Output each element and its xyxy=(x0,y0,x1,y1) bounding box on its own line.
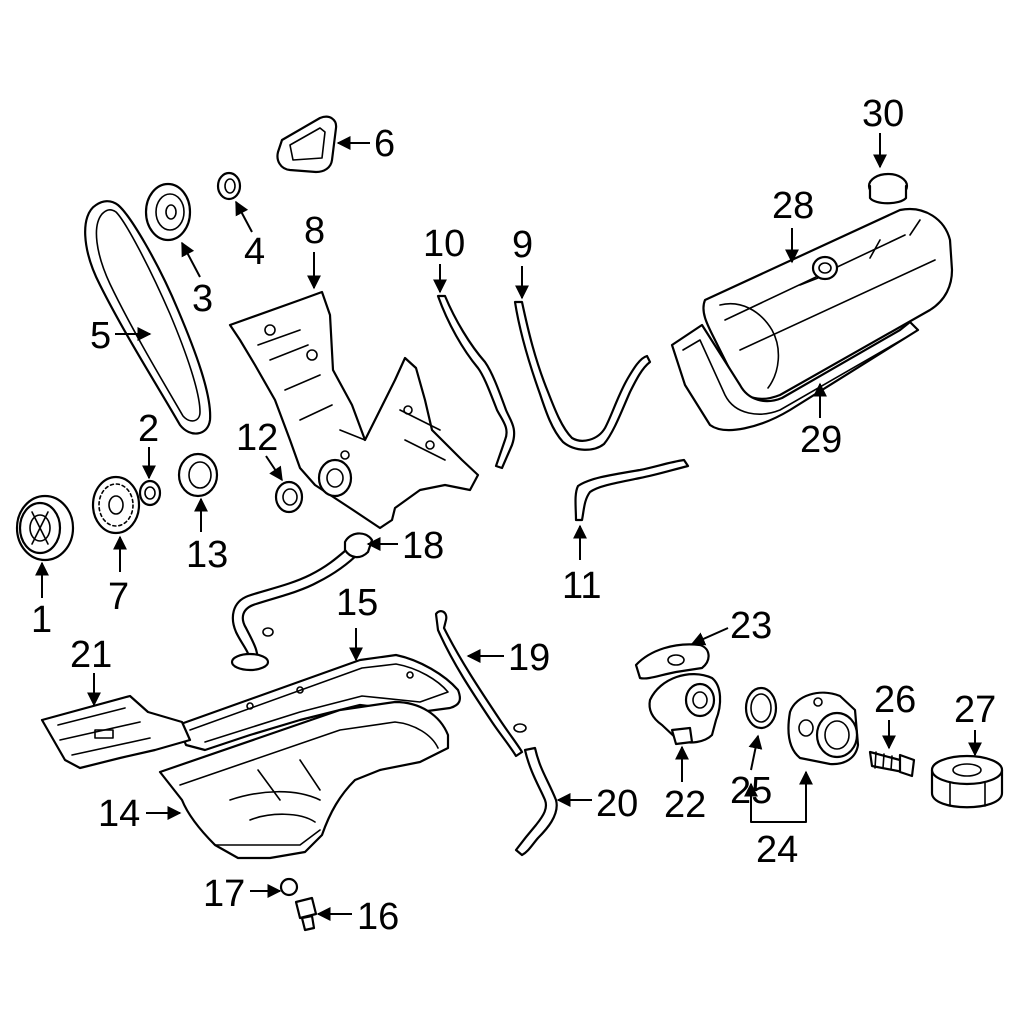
callout-28: 28 xyxy=(772,185,814,227)
part-25-o-ring[interactable] xyxy=(744,686,778,730)
callout-17: 17 xyxy=(203,873,245,915)
callout-4: 4 xyxy=(244,231,265,273)
callout-22: 22 xyxy=(664,784,706,826)
callout-24-bracket xyxy=(750,804,807,823)
part-8-timing-cover[interactable] xyxy=(228,290,480,530)
callout-5: 5 xyxy=(90,315,111,357)
callout-21: 21 xyxy=(70,634,112,676)
part-22-filter-adapter[interactable] xyxy=(648,673,722,746)
callout-24: 24 xyxy=(756,829,798,871)
callout-16: 16 xyxy=(357,896,399,938)
part-9-gasket[interactable] xyxy=(513,300,652,451)
callout-10: 10 xyxy=(423,223,465,265)
part-1-crank-pulley[interactable] xyxy=(15,494,75,562)
part-30-oil-cap[interactable] xyxy=(867,172,909,205)
part-3-cam-sprocket[interactable] xyxy=(144,182,192,242)
part-18-pickup-tube[interactable] xyxy=(230,532,374,672)
callout-23: 23 xyxy=(730,605,772,647)
callout-3: 3 xyxy=(192,278,213,320)
callout-25: 25 xyxy=(730,770,772,812)
part-23-gasket[interactable] xyxy=(634,643,710,680)
part-12-seal[interactable] xyxy=(274,480,304,514)
callout-20: 20 xyxy=(596,783,638,825)
callout-29: 29 xyxy=(800,419,842,461)
part-28-valve-cover[interactable] xyxy=(702,207,954,400)
part-4-seal[interactable] xyxy=(216,171,242,201)
part-21-baffle[interactable] xyxy=(40,694,192,770)
callout-13: 13 xyxy=(186,534,228,576)
callout-18: 18 xyxy=(402,525,444,567)
callout-1: 1 xyxy=(31,599,52,641)
part-11-gasket[interactable] xyxy=(574,458,690,522)
callout-19: 19 xyxy=(508,637,550,679)
part-19-dipstick[interactable] xyxy=(434,610,527,758)
callout-8: 8 xyxy=(304,210,325,252)
callout-7: 7 xyxy=(108,576,129,618)
callout-11: 11 xyxy=(562,565,601,607)
part-5-timing-chain[interactable] xyxy=(84,200,212,435)
callout-30: 30 xyxy=(862,93,904,135)
callout-6: 6 xyxy=(374,123,395,165)
part-2-washer[interactable] xyxy=(138,479,162,507)
part-10-gasket[interactable] xyxy=(436,294,516,470)
callout-9: 9 xyxy=(512,224,533,266)
part-17-drain-gasket[interactable] xyxy=(279,877,299,897)
callout-12: 12 xyxy=(236,417,278,459)
part-6-gasket[interactable] xyxy=(276,115,338,174)
part-14-oil-pan[interactable] xyxy=(158,700,450,860)
part-26-oil-sensor[interactable] xyxy=(868,750,916,778)
callout-27: 27 xyxy=(954,689,996,731)
callout-2: 2 xyxy=(138,408,159,450)
part-27-oil-filter[interactable] xyxy=(930,754,1004,809)
part-24-filter-housing[interactable] xyxy=(787,691,860,766)
callout-14: 14 xyxy=(98,793,140,835)
part-20-dipstick-tube[interactable] xyxy=(514,746,558,857)
part-16-drain-plug[interactable] xyxy=(294,896,318,932)
callout-26: 26 xyxy=(874,679,916,721)
callout-15: 15 xyxy=(336,582,378,624)
part-13-crank-seal[interactable] xyxy=(177,452,219,498)
part-7-crank-sprocket[interactable] xyxy=(91,475,141,535)
part-29-valve-cover-gasket[interactable] xyxy=(670,320,920,432)
part-15-pan-gasket[interactable] xyxy=(176,653,461,752)
